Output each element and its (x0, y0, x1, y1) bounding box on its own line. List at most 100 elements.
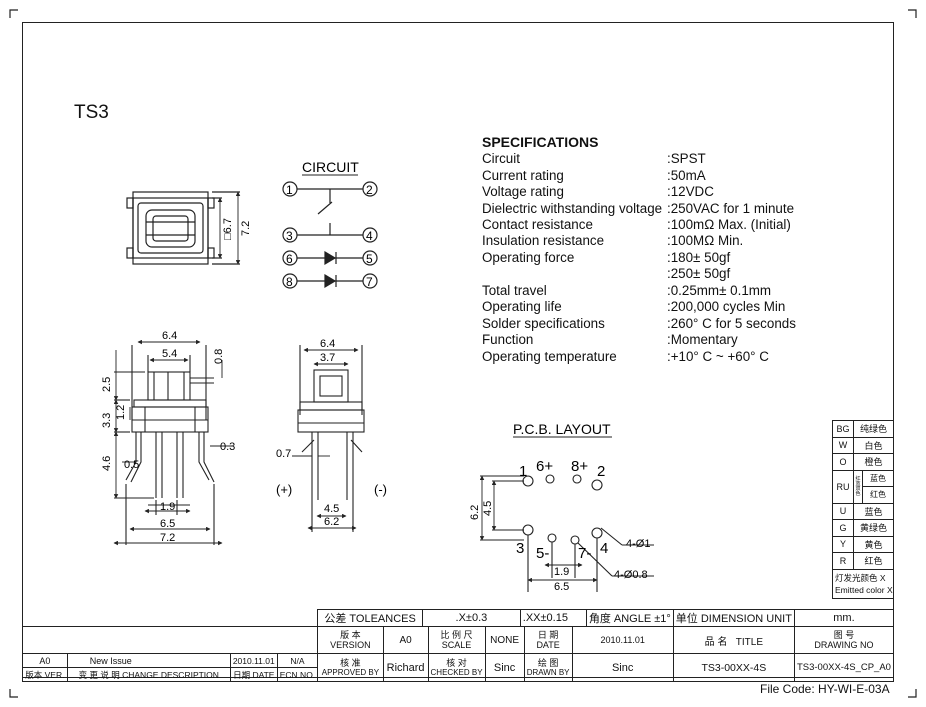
side-dim-6-2: 6.2 (324, 516, 339, 528)
spec-value: :50mA (667, 168, 706, 183)
drawn-by-value: Sinc (571, 653, 674, 682)
drawing-no-label-cn: 图 号 (833, 630, 855, 640)
date-value: 2010.11.01 (571, 626, 674, 654)
pin-6: 6 (286, 252, 293, 266)
checked-by-label-cn: 核 对 (446, 657, 467, 668)
circuit-title: CIRCUIT (302, 159, 359, 175)
side-minus-label: (-) (374, 482, 387, 497)
scale-label: 比 例 尺 SCALE (427, 626, 486, 654)
drawing-no-label: 图 号 DRAWING NO (793, 626, 895, 654)
dimension-unit-value: mm. (793, 609, 895, 627)
side-dim-6-4: 6.4 (320, 338, 335, 350)
model-name: TS3 (74, 102, 109, 123)
checked-by-value: Sinc (484, 653, 525, 682)
pin-4: 4 (366, 229, 373, 243)
color-name: 黄色 (853, 535, 894, 553)
color-code: U (832, 502, 854, 520)
spec-label: Insulation resistance (482, 233, 605, 248)
color-note-cn: 灯发光颜色 X (835, 572, 886, 583)
date-label-en: DATE (536, 640, 560, 650)
pin-7: 7 (366, 275, 373, 289)
revision-ecn: N/A (276, 653, 319, 668)
color-subname: 红色 (862, 486, 894, 504)
spec-label: Contact resistance (482, 217, 593, 232)
pin-3: 3 (286, 229, 293, 243)
drawing-no-value: TS3-00XX-4S_CP_A0 (793, 653, 895, 682)
top-dim-6-7: □6.7 (222, 218, 234, 240)
top-dim-7-2: 7.2 (240, 221, 252, 236)
approved-by-value: Richard (382, 653, 429, 682)
spec-value: :SPST (667, 151, 706, 166)
pin-1: 1 (286, 183, 293, 197)
spec-label: Total travel (482, 283, 547, 298)
spec-value: :+10° C ~ +60° C (667, 349, 769, 364)
scale-label-cn: 比 例 尺 (440, 630, 473, 640)
side-dim-4-5: 4.5 (324, 503, 339, 515)
front-dim-3-3: 3.3 (101, 413, 113, 428)
side-plus-label: (+) (276, 482, 292, 497)
version-label-en: VERSION (330, 640, 371, 650)
color-name: 红蓝双色 (853, 469, 863, 504)
revision-description: New Issue (66, 653, 231, 668)
pcb-dim-4-5: 4.5 (482, 501, 494, 516)
pin-5: 5 (366, 252, 373, 266)
pcb-hole-0-8: 4-Ø0.8 (614, 569, 648, 581)
approved-by-label-cn: 核 准 (340, 657, 361, 668)
header-date: 日期 DATE (229, 667, 278, 682)
spec-value: :Momentary (667, 332, 738, 347)
top-view-drawing (126, 191, 241, 265)
front-dim-7-2: 7.2 (160, 532, 175, 544)
spec-value: :0.25mm± 0.1mm (667, 283, 772, 298)
spec-label: Dielectric withstanding voltage (482, 201, 663, 216)
color-name: 红色 (853, 552, 894, 570)
title-block: 公差 TOLEANCES .X±0.3 .XX±0.15 角度 ANGLE ±1… (22, 609, 895, 682)
color-code: G (832, 519, 854, 537)
scale-value: NONE (484, 626, 525, 654)
spec-value: :100mΩ Max. (Initial) (667, 217, 791, 232)
spec-value: :260° C for 5 seconds (667, 316, 796, 331)
front-dim-0-8: 0.8 (213, 349, 225, 364)
spec-value: :200,000 cycles Min (667, 299, 786, 314)
spec-label: Operating life (482, 299, 562, 314)
color-name: 橙色 (853, 453, 894, 471)
spec-title: SPECIFICATIONS (482, 134, 599, 150)
angle-tolerance: 角度 ANGLE ±1° (585, 609, 674, 627)
revision-date: 2010.11.01 (229, 653, 278, 668)
front-view-drawing (113, 339, 232, 546)
pcb-pin-1: 1 (519, 463, 527, 480)
header-ecn: ECN NO. (276, 667, 319, 682)
pcb-dim-1-9: 1.9 (554, 566, 569, 578)
drawn-by-label-en: DRAWN BY (526, 667, 570, 677)
pin-2: 2 (366, 183, 373, 197)
version-value: A0 (382, 626, 429, 654)
color-name: 黄绿色 (853, 519, 894, 537)
front-dim-0-5: 0.5 (124, 459, 139, 471)
pcb-pin-7m: 7- (578, 545, 591, 562)
tolerance-xx: .XX±0.15 (519, 609, 587, 627)
color-name: 蓝色 (853, 502, 894, 520)
color-code: W (832, 436, 854, 454)
color-code: BG (832, 420, 854, 438)
pcb-pin-6p: 6+ (536, 458, 553, 475)
color-name: 纯绿色 (853, 420, 894, 438)
spec-value: :100MΩ Min. (667, 233, 744, 248)
pcb-pin-4: 4 (600, 540, 608, 557)
drawn-by-label: 绘 图 DRAWN BY (523, 653, 573, 682)
date-label-cn: 日 期 (537, 630, 559, 640)
pcb-layout-drawing (479, 474, 654, 592)
title-label-en: TITLE (735, 636, 764, 648)
header-version: 版本 VER. (22, 667, 68, 682)
date-label: 日 期 DATE (523, 626, 573, 654)
title-label: 品 名 TITLE (672, 626, 795, 654)
pcb-hole-1: 4-Ø1 (626, 538, 650, 550)
tolerance-label: 公差 TOLEANCES (317, 609, 424, 627)
approved-by-label-en: APPROVED BY (321, 667, 380, 677)
pin-8: 8 (286, 275, 293, 289)
spec-label: Voltage rating (482, 184, 564, 199)
spec-value: :250± 50gf (667, 266, 731, 281)
spec-label: Function (482, 332, 534, 347)
dimension-unit-label: 单位 DIMENSION UNIT (672, 609, 795, 627)
